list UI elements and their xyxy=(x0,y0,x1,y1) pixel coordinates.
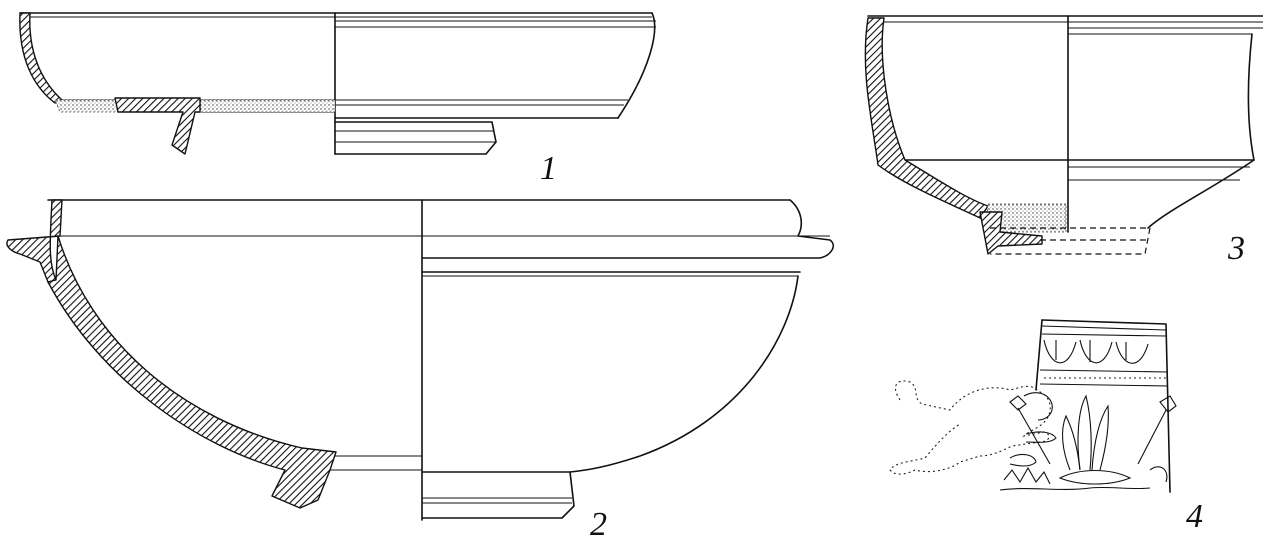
figure-number-4: 4 xyxy=(1186,498,1203,535)
vessel-3-drawing xyxy=(864,15,1263,255)
figure-number-3: 3 xyxy=(1228,230,1245,267)
figure-number-1: 1 xyxy=(540,150,557,187)
vessel-1-drawing xyxy=(19,12,656,155)
sherd-4-drawing xyxy=(889,319,1177,493)
vessel-2-drawing xyxy=(6,199,835,521)
figure-number-2: 2 xyxy=(590,506,607,543)
